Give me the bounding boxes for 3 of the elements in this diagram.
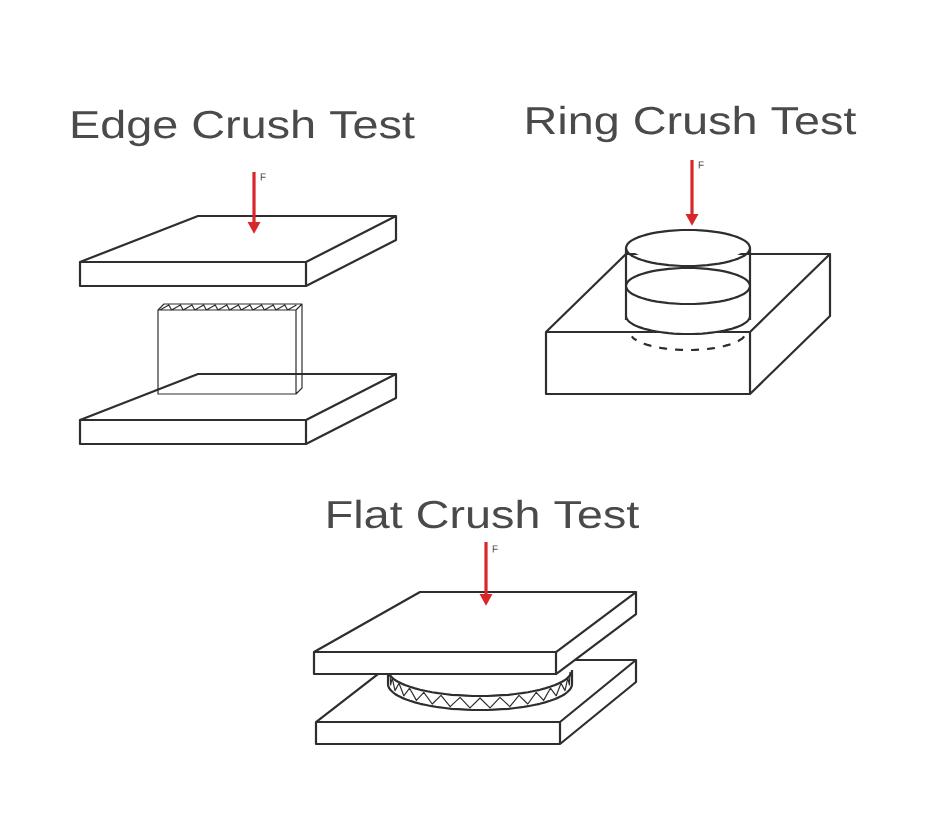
test-title: Ring Crush Test	[527, 105, 857, 143]
test-title: Edge Crush Test	[72, 109, 415, 147]
test-title: Flat Crush Test	[328, 499, 639, 529]
